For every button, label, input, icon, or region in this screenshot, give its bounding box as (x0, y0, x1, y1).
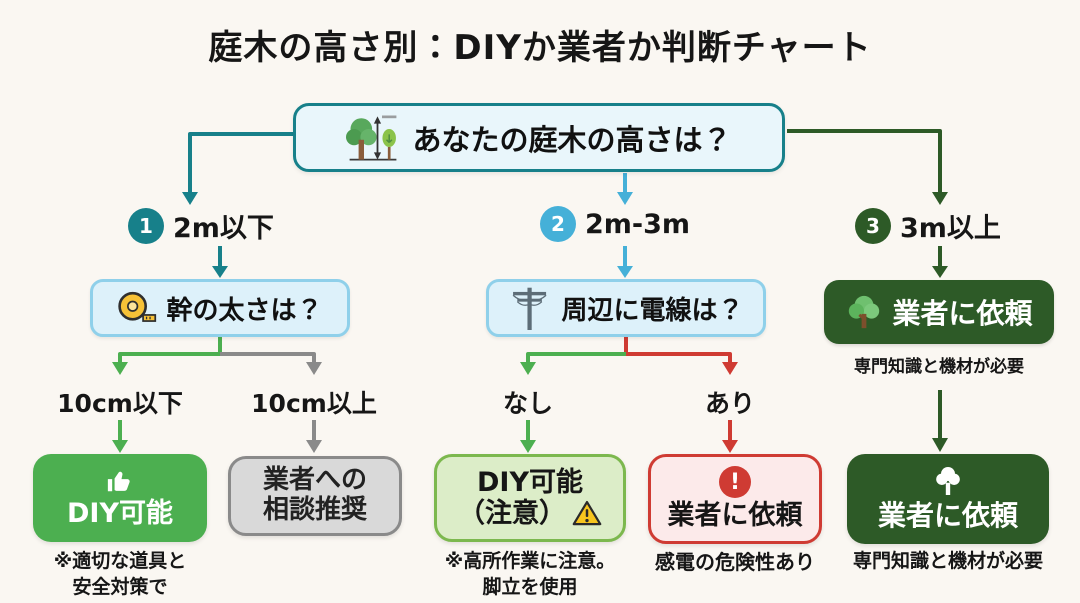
hire-pro-mid-label: 業者に依頼 (892, 297, 1033, 330)
result-diy-ok-label: DIY可能 (66, 497, 173, 529)
trunk-question-box: 幹の太さは？ (90, 279, 350, 337)
result-consult-label: 業者への 相談推奨 (262, 465, 367, 525)
exclamation-icon: ! (719, 466, 751, 499)
result-diy-caution-line2: （注意） (458, 498, 566, 529)
branch-label-3-text: 3m以上 (900, 213, 1001, 244)
branch-label-1: 1 2m以下 (128, 206, 274, 245)
wires-question-box: 周辺に電線は？ (486, 279, 766, 337)
result-consult-box: 業者への 相談推奨 (228, 456, 402, 536)
warning-icon (572, 500, 602, 526)
result-hire-danger-label: 業者に依頼 (667, 500, 803, 532)
note-diy-caution: ※高所作業に注意。 脚立を使用 (444, 550, 616, 598)
branch-number-badge-1: 1 (128, 207, 164, 244)
answer-trunk-thick: 10cm以上 (251, 389, 377, 418)
utility-pole-icon (513, 287, 548, 330)
answer-trunk-thin: 10cm以下 (57, 389, 183, 418)
note-diy-ok: ※適切な道具と 安全対策で (53, 550, 187, 598)
white-tree-icon (936, 467, 960, 496)
branch-label-1-text: 2m以下 (173, 213, 274, 244)
root-question-box: あなたの庭木の高さは？ (293, 103, 785, 172)
answer-wires-none: なし (502, 389, 553, 418)
note-hire-danger: 感電の危険性あり (655, 550, 815, 574)
branch-label-3: 3 3m以上 (855, 206, 1001, 245)
result-diy-ok-box: DIY可能 (33, 454, 207, 542)
hire-pro-mid-note: 専門知識と機材が必要 (854, 357, 1024, 377)
branch-label-2-text: 2m-3m (585, 208, 691, 240)
result-diy-caution-line1: DIY可能 (476, 466, 583, 498)
trunk-question-text: 幹の太さは？ (166, 295, 323, 326)
note-hire-pro: 専門知識と機材が必要 (852, 550, 1043, 572)
wires-question-text: 周辺に電線は？ (561, 295, 744, 326)
thumbs-up-icon (107, 471, 130, 492)
hire-pro-mid-box: 業者に依頼 (824, 280, 1054, 344)
branch-label-2: 2 2m-3m (540, 206, 690, 242)
result-hire-pro-box: 業者に依頼 (847, 454, 1049, 544)
result-hire-pro-label: 業者に依頼 (877, 499, 1018, 533)
page-title: 庭木の高さ別：DIYか業者か判断チャート (208, 28, 872, 68)
tree-height-measure-icon (346, 115, 397, 160)
tree-icon (849, 295, 880, 329)
branch-number-badge-2: 2 (540, 206, 576, 242)
measuring-tape-icon (118, 291, 157, 322)
root-question-text: あなたの庭木の高さは？ (412, 122, 732, 157)
branch-number-badge-3: 3 (855, 207, 891, 244)
result-hire-danger-box: ! 業者に依頼 (648, 454, 822, 544)
answer-wires-present: あり (704, 389, 755, 418)
result-diy-caution-box: DIY可能 （注意） (434, 454, 626, 542)
